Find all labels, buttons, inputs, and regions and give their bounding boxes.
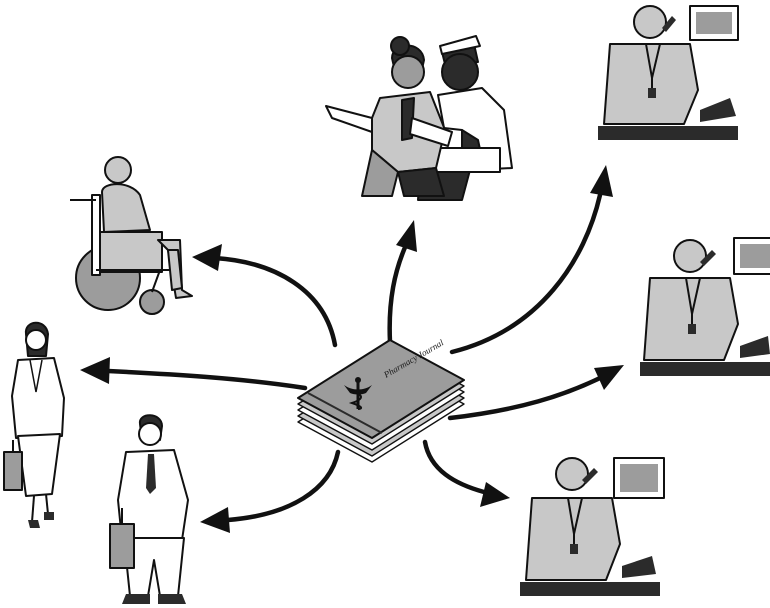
arrow-to-businessman xyxy=(200,449,341,533)
businessman xyxy=(109,414,189,604)
healthcare-workers xyxy=(325,35,513,201)
arrow-to-pharmacist-bottom xyxy=(422,439,510,507)
pharmacist-bottom xyxy=(520,457,665,596)
doctor xyxy=(325,36,453,197)
wheelchair-patient xyxy=(70,156,193,315)
reference-book: Pharmacy Journal xyxy=(297,337,465,463)
book-cover xyxy=(297,339,465,439)
pharmacist-top xyxy=(598,5,739,140)
pharmacist-middle xyxy=(640,237,770,376)
caduceus-icon xyxy=(344,377,372,410)
arrow-to-healthcare-workers xyxy=(387,220,417,345)
arrow-to-businesswoman xyxy=(80,357,308,391)
arrow-to-pharmacist-top xyxy=(449,165,613,355)
arrows xyxy=(80,165,624,533)
arrow-to-pharmacist-middle xyxy=(447,365,624,421)
businesswoman xyxy=(3,321,65,528)
arrow-to-wheelchair-patient xyxy=(192,244,338,348)
